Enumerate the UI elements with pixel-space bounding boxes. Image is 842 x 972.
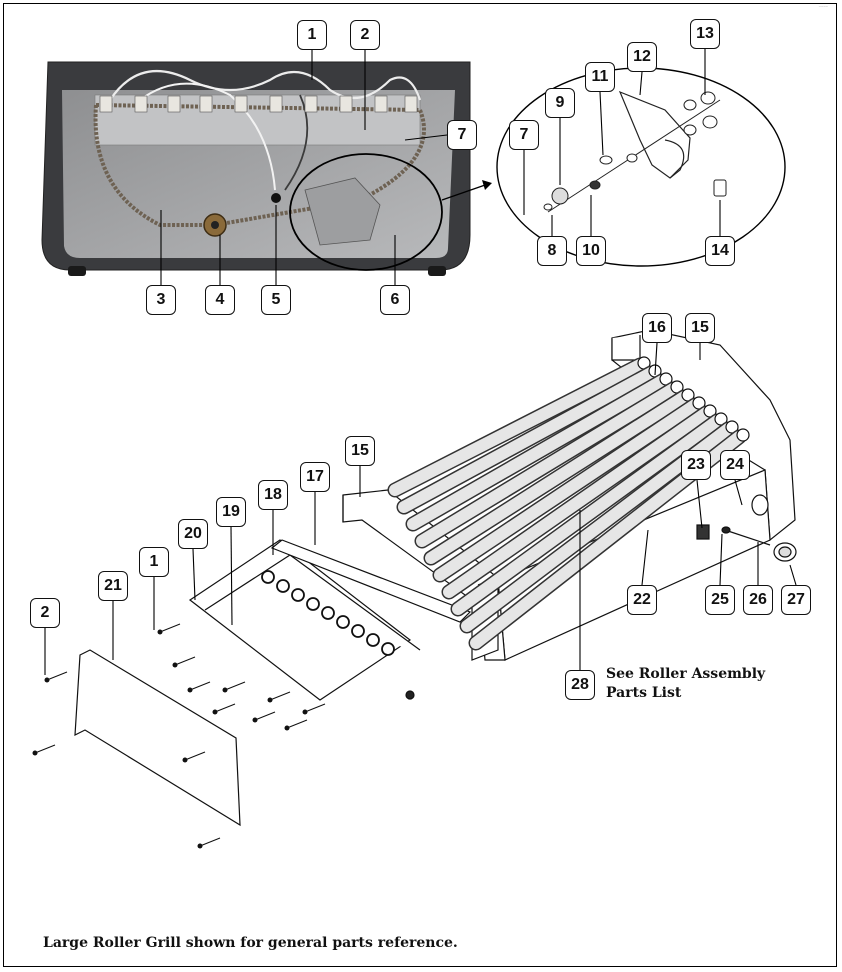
callout-21: 21	[98, 571, 128, 601]
callout-27: 27	[781, 585, 811, 615]
roller-bearing	[276, 579, 290, 593]
roller-assembly-note: See Roller Assembly Parts List	[606, 665, 765, 703]
screw-head	[212, 709, 218, 715]
screws	[32, 623, 326, 849]
roller-bearing	[306, 597, 320, 611]
screw-head	[284, 725, 290, 731]
callout-11: 11	[585, 62, 615, 92]
callout-13: 13	[690, 19, 720, 49]
callout-22: 22	[627, 585, 657, 615]
screw-shaft	[199, 837, 221, 847]
screw-head	[182, 757, 188, 763]
leader-line	[192, 548, 196, 601]
roller-highlight	[452, 415, 723, 615]
callout-7-detail: 7	[509, 120, 539, 150]
screw-head	[267, 697, 273, 703]
grill-interior-photo	[41, 61, 471, 276]
roller-highlight	[389, 359, 646, 496]
roller-bearing	[321, 606, 335, 620]
leader-line	[734, 479, 743, 506]
roller-highlight	[434, 399, 701, 581]
leader-line	[639, 71, 643, 96]
roller-note-line-2: Parts List	[606, 685, 682, 701]
roller-note-line-1: See Roller Assembly	[606, 666, 766, 682]
callout-19: 19	[216, 497, 246, 527]
callout-24: 24	[720, 450, 750, 480]
callout-26: 26	[743, 585, 773, 615]
leader-line	[719, 533, 723, 586]
leader-line	[404, 134, 448, 141]
screw-shaft	[286, 719, 308, 729]
callout-4: 4	[205, 285, 235, 315]
roller-highlight	[407, 375, 668, 530]
screw-shaft	[184, 751, 206, 761]
callout-12: 12	[627, 42, 657, 72]
roller-bearing	[291, 588, 305, 602]
callout-6: 6	[380, 285, 410, 315]
callout-8: 8	[537, 236, 567, 266]
screw-head	[172, 662, 178, 668]
screw-shaft	[224, 681, 246, 691]
leader-line	[654, 342, 658, 376]
callout-9: 9	[545, 88, 575, 118]
roller-highlight	[398, 367, 657, 513]
callout-28: 28	[565, 670, 595, 700]
screw-shaft	[304, 703, 326, 713]
screw-shaft	[214, 703, 236, 713]
screw-shaft	[269, 691, 291, 701]
callout-15-rear: 15	[685, 313, 715, 343]
roller-highlight	[443, 407, 712, 598]
detail-ellipse	[496, 67, 786, 267]
screw-head	[157, 629, 163, 635]
callout-23: 23	[681, 450, 711, 480]
callout-7-photo: 7	[447, 120, 477, 150]
screw-head	[44, 677, 50, 683]
screw-shaft	[46, 671, 68, 681]
leader-lines	[44, 49, 797, 675]
screw-head	[252, 717, 258, 723]
leader-line	[230, 526, 233, 626]
callout-17: 17	[300, 462, 330, 492]
leader-line	[641, 529, 649, 586]
diagram-frame	[3, 3, 837, 967]
diagram-caption: Large Roller Grill shown for general par…	[43, 935, 458, 951]
roller-highlight	[425, 391, 690, 564]
callout-18: 18	[258, 480, 288, 510]
callout-1-main: 1	[139, 547, 169, 577]
roller-highlight	[416, 383, 679, 547]
roller-bearing	[336, 615, 350, 629]
callout-15-front: 15	[345, 436, 375, 466]
screw-head	[302, 709, 308, 715]
screw-shaft	[159, 623, 181, 633]
roller-bearing	[261, 570, 275, 584]
screw-shaft	[254, 711, 276, 721]
callout-3: 3	[146, 285, 176, 315]
callout-14: 14	[705, 236, 735, 266]
roller-bearing	[351, 624, 365, 638]
leader-line	[696, 479, 703, 529]
screw-head	[187, 687, 193, 693]
screw-shaft	[34, 744, 56, 754]
callout-1-top: 1	[297, 20, 327, 50]
leader-line	[599, 91, 604, 156]
screw-head	[197, 843, 203, 849]
screw-head	[32, 750, 38, 756]
callout-5: 5	[261, 285, 291, 315]
callout-20: 20	[178, 519, 208, 549]
screw-shaft	[174, 656, 196, 666]
roller-bearing	[366, 633, 380, 647]
corner-mark: ~~~~	[818, 4, 828, 9]
callout-10: 10	[576, 236, 606, 266]
roller-bearing	[381, 642, 395, 656]
callout-16: 16	[642, 313, 672, 343]
callout-25: 25	[705, 585, 735, 615]
callout-2-main: 2	[30, 598, 60, 628]
roller-end-cap	[736, 428, 750, 442]
leader-line	[789, 564, 797, 586]
screw-head	[222, 687, 228, 693]
screw-shaft	[189, 681, 211, 691]
callout-2-top: 2	[350, 20, 380, 50]
